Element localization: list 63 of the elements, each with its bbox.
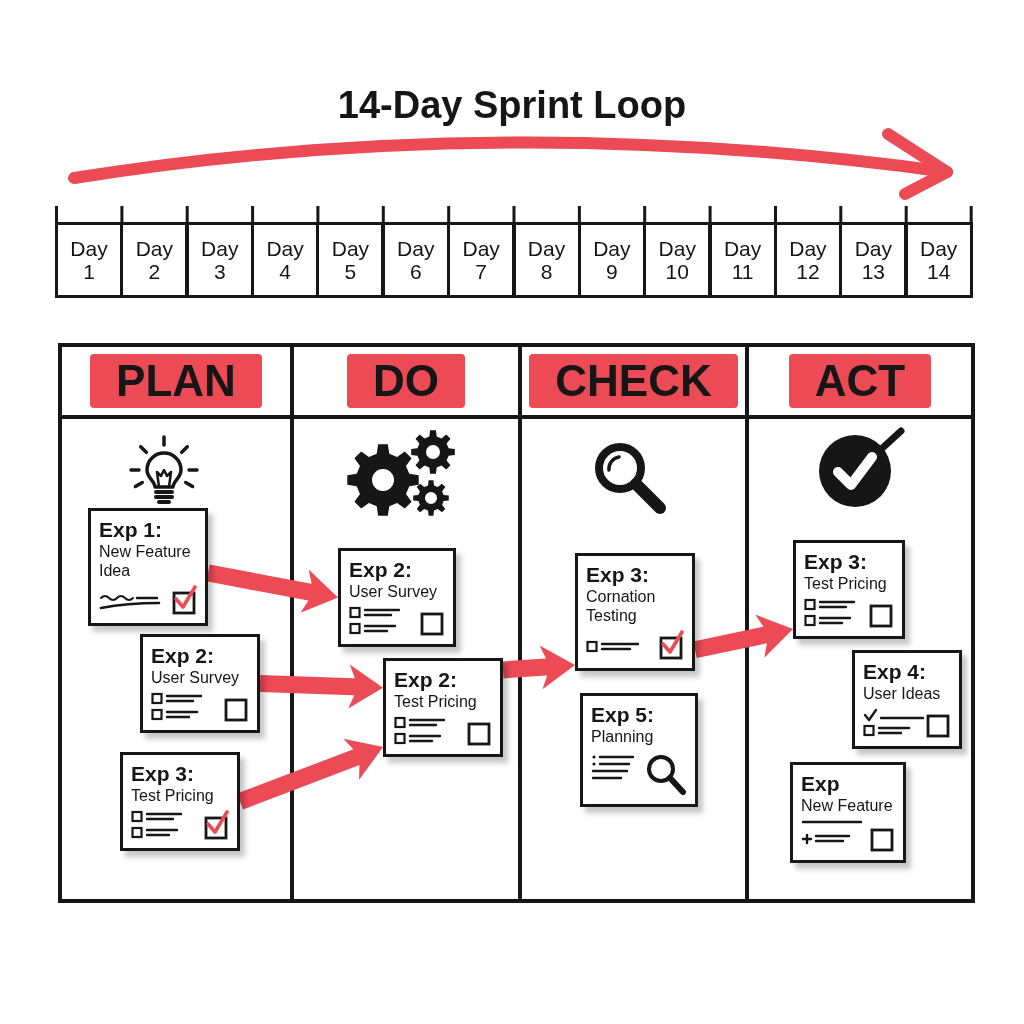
diagram-title: 14-Day Sprint Loop bbox=[337, 83, 687, 128]
day-cell bbox=[381, 222, 450, 298]
day-label: Day 7 bbox=[461, 237, 501, 283]
card-title: Exp 2: bbox=[151, 643, 215, 668]
day-label: Day 1 bbox=[69, 237, 109, 283]
arrow bbox=[206, 564, 340, 613]
card-title: Exp bbox=[801, 771, 840, 796]
day-label: Day 11 bbox=[722, 237, 763, 283]
card-title: Exp 2: bbox=[394, 667, 458, 692]
card-title: Exp 3: bbox=[804, 549, 868, 574]
phase-heading: DO bbox=[347, 354, 465, 408]
day-label: Day 2 bbox=[134, 237, 175, 283]
experiment-card bbox=[383, 658, 503, 757]
experiment-card bbox=[852, 650, 962, 749]
card-text: New Feature bbox=[801, 796, 893, 815]
day-cell bbox=[185, 222, 254, 298]
arrow bbox=[502, 645, 576, 690]
experiment-card bbox=[580, 693, 698, 807]
card-text: Test Pricing bbox=[394, 692, 477, 711]
experiment-card bbox=[575, 553, 695, 671]
day-cell bbox=[904, 222, 973, 298]
card-text: New Feature Idea bbox=[99, 542, 192, 580]
experiment-card bbox=[793, 540, 905, 639]
day-label: Day 10 bbox=[657, 237, 697, 283]
day-cell bbox=[120, 222, 189, 298]
card-text: Test Pricing bbox=[131, 786, 214, 805]
day-label: Day 12 bbox=[788, 237, 828, 283]
card-title: Exp 4: bbox=[863, 659, 927, 684]
day-label: Day 6 bbox=[396, 237, 436, 283]
card-title: Exp 5: bbox=[591, 702, 655, 727]
experiment-card bbox=[120, 752, 240, 851]
day-label: Day 9 bbox=[592, 237, 632, 283]
card-text: Planning bbox=[591, 727, 654, 746]
experiment-card bbox=[338, 548, 456, 647]
card-text: User Ideas bbox=[863, 684, 941, 703]
card-text: User Survey bbox=[151, 668, 240, 687]
card-title: Exp 3: bbox=[131, 761, 195, 786]
day-label: Day 14 bbox=[919, 237, 959, 283]
experiment-card bbox=[140, 634, 260, 733]
arrow bbox=[693, 614, 795, 659]
phase-heading: ACT bbox=[788, 354, 932, 408]
day-cell bbox=[512, 222, 581, 298]
card-title: Exp 2: bbox=[349, 557, 413, 582]
card-title: Exp 1: bbox=[99, 517, 163, 542]
phase-heading: PLAN bbox=[90, 354, 262, 408]
day-cell bbox=[839, 222, 908, 298]
experiment-card bbox=[790, 762, 906, 863]
card-text: User Survey bbox=[349, 582, 438, 601]
phase-heading: CHECK bbox=[529, 354, 738, 408]
experiment-card bbox=[88, 508, 208, 626]
day-cell bbox=[708, 222, 777, 298]
day-label: Day 5 bbox=[330, 237, 371, 283]
day-label: Day 3 bbox=[200, 237, 240, 283]
day-label: Day 8 bbox=[526, 237, 567, 283]
day-cell bbox=[643, 222, 712, 298]
day-cell bbox=[55, 222, 123, 298]
card-text: Cornation Testing bbox=[586, 587, 657, 625]
day-label: Day 13 bbox=[853, 237, 893, 283]
day-cell bbox=[447, 222, 516, 298]
card-text: Test Pricing bbox=[804, 574, 887, 593]
card-title: Exp 3: bbox=[586, 562, 650, 587]
day-cell bbox=[316, 222, 385, 298]
day-label: Day 4 bbox=[265, 237, 305, 283]
